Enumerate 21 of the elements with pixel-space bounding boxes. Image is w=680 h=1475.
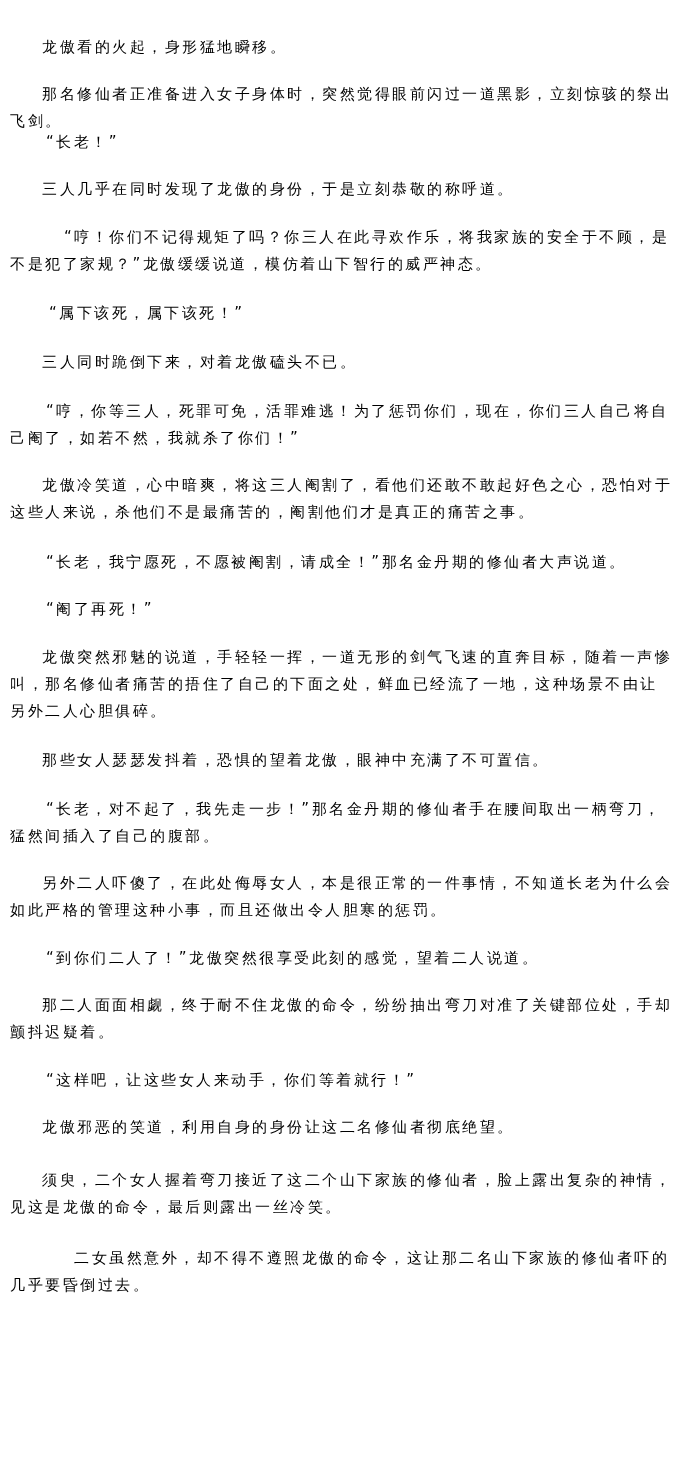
paragraph: 龙傲冷笑道，心中暗爽，将这三人阉割了，看他们还敢不敢起好色之心，恐怕对于这些人来说，杀他们不是最痛苦的，阉割他们才是真正的痛苦之事。 xyxy=(10,475,672,523)
paragraph: 龙傲突然邪魅的说道，手轻轻一挥，一道无形的剑气飞速的直奔目标，随着一声惨叫，那名修仙者痛苦的捂住了自己的下面之处，鲜血已经流了一地，这种场景不由让另外二人心胆俱碎。 xyxy=(10,647,672,722)
paragraph: “哼！你们不记得规矩了吗？你三人在此寻欢作乐，将我家族的安全于不顾，是不是犯了家规？”龙傲缓缓说道，模仿着山下智行的威严神态。 xyxy=(10,227,671,275)
paragraph: 三人几乎在同时发现了龙傲的身份，于是立刻恭敬的称呼道。 xyxy=(41,179,516,200)
paragraph: “长老！” xyxy=(45,132,121,153)
paragraph: 龙傲邪恶的笑道，利用自身的身份让这二名修仙者彻底绝望。 xyxy=(41,1117,516,1138)
paragraph: “阉了再死！” xyxy=(45,599,156,620)
paragraph: “到你们二人了！”龙傲突然很享受此刻的感觉，望着二人说道。 xyxy=(45,948,541,969)
paragraph: 三人同时跪倒下来，对着龙傲磕头不已。 xyxy=(41,352,358,373)
paragraph: “长老，对不起了，我先走一步！”那名金丹期的修仙者手在腰间取出一柄弯刀，猛然间插入了自己的腹部。 xyxy=(10,799,663,847)
paragraph: “这样吧，让这些女人来动手，你们等着就行！” xyxy=(45,1070,418,1091)
paragraph: “属下该死，属下该死！” xyxy=(48,303,246,324)
paragraph: 另外二人吓傻了，在此处侮辱女人，本是很正常的一件事情，不知道长老为什么会如此严格的管理这种小事，而且还做出令人胆寒的惩罚。 xyxy=(10,873,672,921)
paragraph: 那二人面面相觑，终于耐不住龙傲的命令，纷纷抽出弯刀对准了关键部位处，手却颤抖迟疑着。 xyxy=(10,995,672,1043)
paragraph: 二女虽然意外，却不得不遵照龙傲的命令，这让那二名山下家族的修仙者吓的几乎要昏倒过去。 xyxy=(10,1248,670,1296)
paragraph: “长老，我宁愿死，不愿被阉割，请成全！”那名金丹期的修仙者大声说道。 xyxy=(45,552,628,573)
paragraph: 龙傲看的火起，身形猛地瞬移。 xyxy=(41,37,288,58)
paragraph: 那些女人瑟瑟发抖着，恐惧的望着龙傲，眼神中充满了不可置信。 xyxy=(41,750,551,771)
paragraph: 那名修仙者正准备进入女子身体时，突然觉得眼前闪过一道黑影，立刻惊骇的祭出飞剑。 xyxy=(10,84,672,132)
paragraph: “哼，你等三人，死罪可免，活罪难逃！为了惩罚你们，现在，你们三人自己将自己阉了，如若不然，我就杀了你们！” xyxy=(10,401,670,449)
paragraph: 须臾，二个女人握着弯刀接近了这二个山下家族的修仙者，脸上露出复杂的神情，见这是龙傲的命令，最后则露出一丝冷笑。 xyxy=(10,1170,672,1218)
